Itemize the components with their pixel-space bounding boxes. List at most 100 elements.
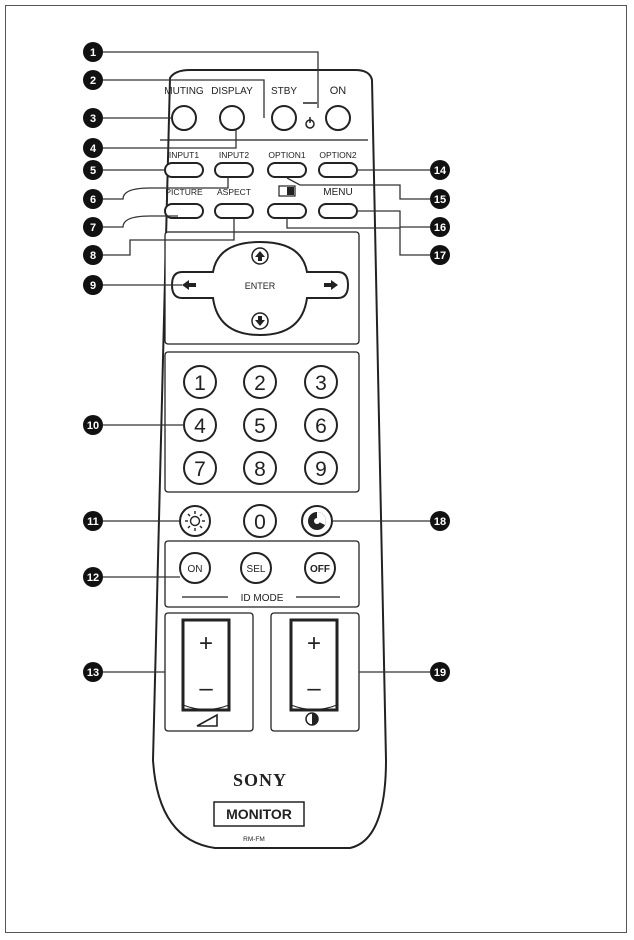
callout-marker (430, 511, 450, 531)
callout-marker (83, 245, 103, 265)
id-mode-on-button[interactable] (179, 552, 211, 584)
number-button[interactable] (183, 451, 217, 485)
number-button[interactable] (304, 451, 338, 485)
arrow-down-icon[interactable] (251, 312, 269, 330)
callout-number: 18 (434, 516, 446, 528)
callout-number: 3 (90, 113, 96, 125)
picture-button[interactable] (164, 203, 204, 219)
input1-label: INPUT1 (169, 150, 200, 160)
callout-number: 1 (90, 47, 96, 59)
display-button[interactable] (219, 105, 245, 131)
number-label: 4 (194, 415, 206, 438)
callout-number: 9 (90, 280, 96, 292)
number-button[interactable] (183, 365, 217, 399)
number-label: 5 (254, 415, 266, 438)
id-mode-label: ID MODE (241, 593, 284, 604)
muting-label: MUTING (164, 86, 204, 97)
callout-marker (83, 217, 103, 237)
aspect-label: ASPECT (217, 187, 251, 197)
volume-rocker[interactable] (181, 618, 231, 712)
callout-number: 16 (434, 222, 446, 234)
arrow-right-icon[interactable] (324, 280, 338, 290)
menu-label: MENU (323, 187, 352, 198)
callout-marker (83, 567, 103, 587)
volume-icon (196, 713, 218, 727)
callout-marker (83, 138, 103, 158)
callout-marker (430, 217, 450, 237)
callout-marker (83, 42, 103, 62)
brand-logo: SONY (233, 770, 287, 790)
callout-marker (83, 160, 103, 180)
number-button[interactable] (304, 408, 338, 442)
callout-number: 11 (87, 516, 99, 528)
input1-button[interactable] (164, 162, 204, 178)
callout-number: 10 (87, 420, 99, 432)
pip-button[interactable] (267, 203, 307, 219)
option2-button[interactable] (318, 162, 358, 178)
callout-marker (430, 160, 450, 180)
number-button[interactable] (243, 408, 277, 442)
callouts: 1 2 3 4 5 6 7 8 9 10 11 12 13 14 15 16 1… (83, 42, 450, 682)
callout-number: 17 (434, 250, 446, 262)
standby-button[interactable] (271, 105, 297, 131)
callout-marker (83, 415, 103, 435)
on-button[interactable] (325, 105, 351, 131)
model-code: RM-FM (243, 836, 265, 843)
option2-label: OPTION2 (319, 150, 357, 160)
callout-number: 14 (434, 165, 447, 177)
callout-marker (83, 189, 103, 209)
number-label: 2 (254, 372, 266, 395)
callout-number: 19 (434, 667, 446, 679)
contrast-rocker[interactable] (289, 618, 339, 712)
callout-number: 13 (87, 667, 99, 679)
callout-marker (83, 275, 103, 295)
volume-plus-label: + (199, 630, 213, 657)
contrast-minus-label: – (307, 675, 321, 702)
callout-marker (83, 70, 103, 90)
color-wheel-icon (308, 512, 326, 530)
callout-marker (83, 662, 103, 682)
number-label: 7 (194, 458, 206, 481)
nav-pad[interactable] (170, 240, 350, 337)
menu-button[interactable] (318, 203, 358, 219)
contrast-icon (305, 712, 319, 726)
id-mode-sel-button[interactable] (240, 552, 272, 584)
picture-label: PICTURE (165, 187, 203, 197)
input2-label: INPUT2 (219, 150, 250, 160)
number-button[interactable] (243, 365, 277, 399)
standby-label: STBY (271, 86, 297, 97)
number-button[interactable] (243, 451, 277, 485)
option1-button[interactable] (267, 162, 307, 178)
contrast-plus-label: + (307, 630, 321, 657)
numpad: 1 2 3 4 5 6 7 8 9 0 (183, 365, 338, 538)
arrow-up-icon[interactable] (251, 247, 269, 265)
input2-button[interactable] (214, 162, 254, 178)
option1-label: OPTION1 (268, 150, 306, 160)
callout-marker (83, 108, 103, 128)
callout-number: 2 (90, 75, 96, 87)
id-mode-off-label: OFF (310, 564, 330, 575)
number-label: 9 (315, 458, 327, 481)
model-plate-label: MONITOR (226, 806, 292, 822)
aspect-button[interactable] (214, 203, 254, 219)
number-button[interactable] (304, 365, 338, 399)
callout-number: 15 (434, 194, 446, 206)
id-mode-on-label: ON (188, 564, 203, 575)
number-label: 1 (194, 372, 206, 395)
id-mode-sel-label: SEL (247, 564, 266, 575)
id-mode-off-button[interactable] (304, 552, 336, 584)
number-button[interactable] (243, 504, 277, 538)
callout-marker (83, 511, 103, 531)
callout-number: 8 (90, 250, 96, 262)
number-label: 3 (315, 372, 327, 395)
leader-lines (103, 51, 430, 673)
arrow-left-icon[interactable] (182, 280, 196, 290)
display-label: DISPLAY (211, 86, 253, 97)
callout-marker (430, 245, 450, 265)
callout-number: 12 (87, 572, 99, 584)
brightness-button[interactable] (179, 505, 211, 537)
muting-button[interactable] (171, 105, 197, 131)
callout-number: 4 (90, 143, 97, 155)
number-label: 0 (254, 511, 266, 534)
